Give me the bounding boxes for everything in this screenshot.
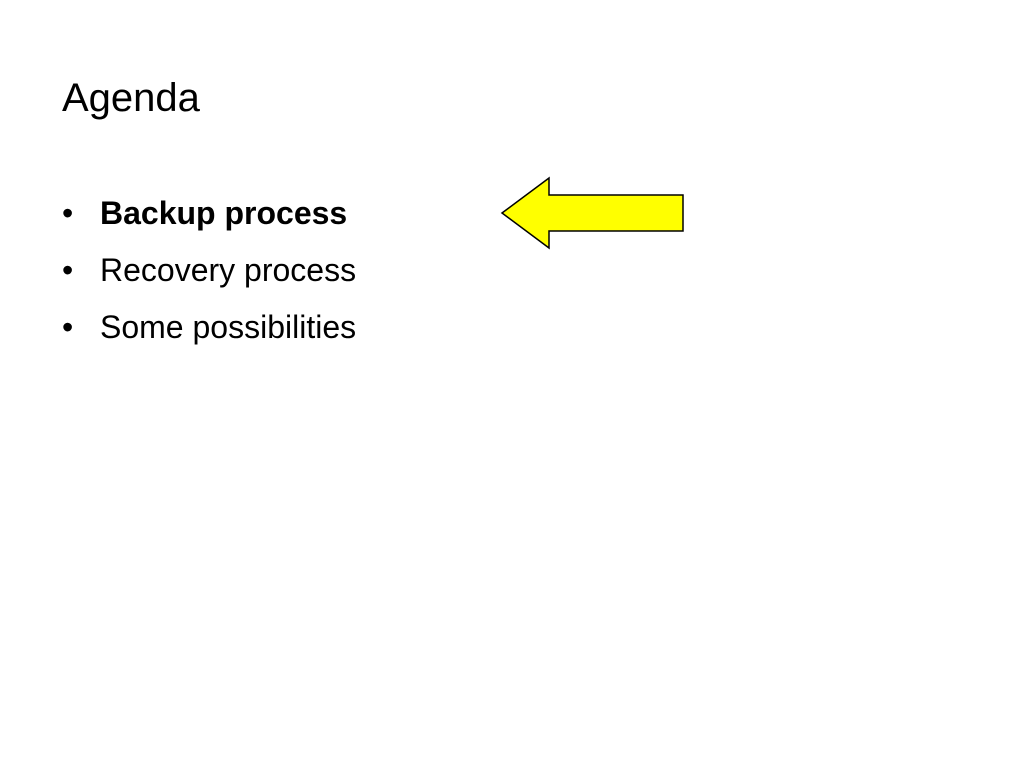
- agenda-item-label: Some possibilities: [100, 309, 357, 345]
- left-arrow-icon: [500, 176, 684, 250]
- slide-title: Agenda: [62, 76, 200, 120]
- agenda-item-recovery-process: • Recovery process: [62, 242, 356, 299]
- agenda-item-backup-process: • Backup process: [62, 185, 356, 242]
- agenda-item-label: Recovery process: [100, 252, 357, 288]
- bullet: •: [62, 195, 74, 231]
- bullet: •: [62, 252, 74, 288]
- agenda-list: • Backup process • Recovery process • So…: [62, 185, 356, 356]
- left-arrow-shape: [500, 176, 684, 250]
- agenda-item-some-possibilities: • Some possibilities: [62, 299, 356, 356]
- agenda-item-label: Backup process: [100, 195, 348, 231]
- bullet: •: [62, 309, 74, 345]
